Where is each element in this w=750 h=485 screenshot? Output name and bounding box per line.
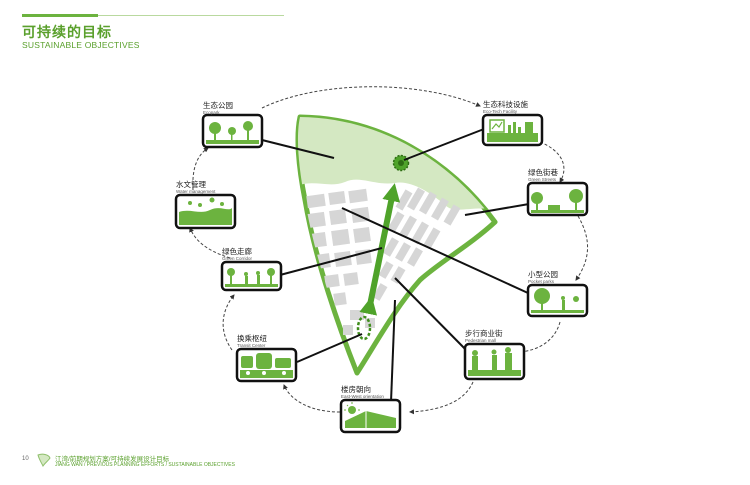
corridor-icon	[225, 268, 278, 287]
water-icon	[179, 197, 232, 225]
tree-street-icon	[531, 189, 584, 213]
eco-tech-icon	[487, 119, 538, 142]
park-icon	[206, 121, 259, 144]
transit-icon	[240, 353, 293, 378]
cycle-arrows	[189, 86, 589, 415]
footer-breadcrumb-zh: 江湾/前期规划方案/可持续发展设计目标	[55, 456, 170, 463]
header-accent-bar	[22, 14, 98, 17]
page-number: 10	[22, 456, 29, 462]
header-rule	[98, 15, 284, 16]
footer-breadcrumb-en: JIANG WAN / PREVIOUS PLANNING EFFORTS / …	[55, 462, 235, 468]
objective-box-green-corridor	[220, 260, 283, 292]
objective-box-water	[174, 193, 237, 230]
transit-hub-marker	[356, 315, 372, 341]
connector-lines	[261, 128, 530, 403]
page-subtitle: SUSTAINABLE OBJECTIVES	[22, 40, 140, 50]
pocket-park-icon	[531, 288, 584, 313]
sun-house-icon	[344, 402, 396, 428]
objective-box-pocket-parks	[526, 283, 589, 318]
logo-icon	[37, 453, 51, 467]
objective-box-pedestrian	[463, 342, 526, 381]
objective-box-transit	[235, 347, 298, 383]
pedestrian-icon	[468, 347, 521, 376]
objective-box-orientation	[339, 398, 402, 434]
page-title: 可持续的目标	[22, 24, 112, 40]
objective-box-ecopark	[201, 113, 264, 149]
objective-box-eco-tech	[481, 113, 544, 147]
eco-tech-marker	[392, 154, 410, 172]
objective-box-green-streets	[526, 181, 589, 217]
